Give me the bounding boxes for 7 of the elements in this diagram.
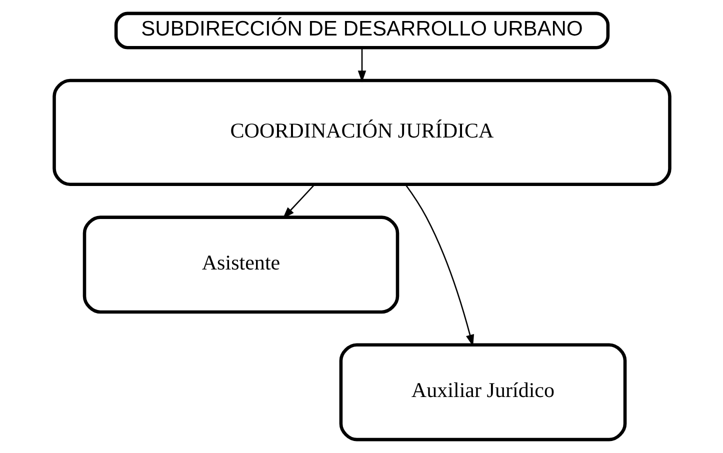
arrow [357, 48, 366, 82]
arrow [404, 184, 474, 346]
node-box: COORDINACIÓN JURÍDICA [52, 78, 671, 186]
arrow [282, 184, 314, 219]
node-box: Auxiliar Jurídico [338, 343, 626, 442]
node-box: SUBDIRECCIÓN DE DESARROLLO URBANO [114, 12, 610, 50]
node-box: Asistente [82, 216, 399, 314]
